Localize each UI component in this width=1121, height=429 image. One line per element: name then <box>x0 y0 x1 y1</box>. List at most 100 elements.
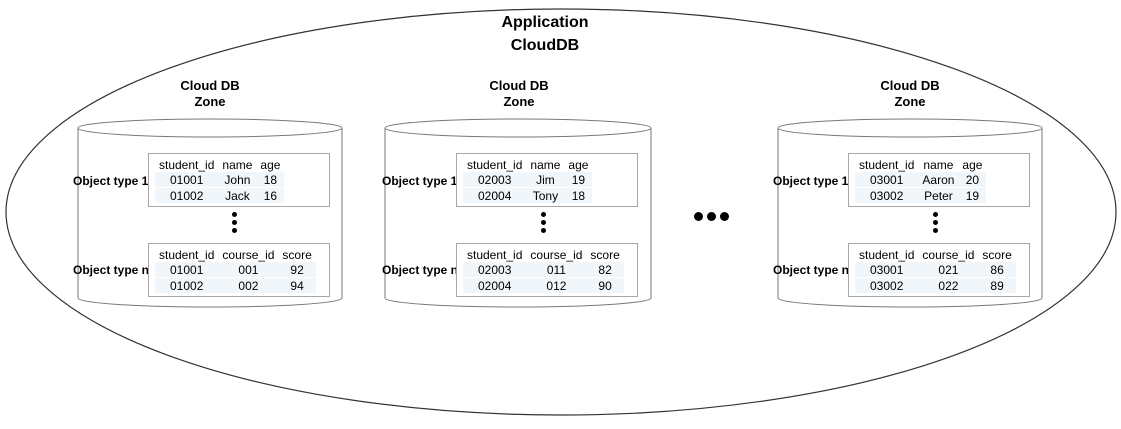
zone-3-label-line1: Cloud DB <box>880 78 940 93</box>
zone-2-label-line1: Cloud DB <box>489 78 549 93</box>
table-cell: 01002 <box>155 188 219 204</box>
table-cell: Aaron <box>918 172 959 188</box>
table-cell: John <box>218 172 257 188</box>
zone-2-table-n: student_id course_id score 02003 011 82 … <box>456 243 638 297</box>
table-row: 02003 011 82 <box>463 262 624 278</box>
zone-3-vertical-ellipsis <box>933 212 939 236</box>
zone-1-object-type-1-label: Object type 1 <box>73 174 149 188</box>
column-header: name <box>222 157 253 172</box>
table-cell: 01002 <box>155 278 219 294</box>
zone-1-table-1: student_id name age 01001 John 18 01002 … <box>148 153 330 207</box>
table-row: 03002 022 89 <box>855 278 1016 294</box>
table-cell: 03001 <box>855 172 919 188</box>
zone-1-label-line2: Zone <box>194 94 226 109</box>
table-cell: Jim <box>526 172 565 188</box>
application-title: Application <box>501 14 589 31</box>
table-header-row: student_id course_id score <box>155 247 316 262</box>
table-header-row: student_id name age <box>155 157 284 172</box>
table-cell: 012 <box>526 278 587 294</box>
column-header: age <box>962 157 983 172</box>
table-cell: 92 <box>278 262 316 278</box>
table-cell: 82 <box>586 262 624 278</box>
table-row: 02003 Jim 19 <box>463 172 593 188</box>
column-header: student_id <box>467 157 523 172</box>
table-cell: 001 <box>218 262 279 278</box>
table-row: 01001 001 92 <box>155 262 316 278</box>
column-header: name <box>923 157 954 172</box>
table-cell: 02003 <box>463 172 527 188</box>
column-header: age <box>568 157 589 172</box>
table-row: 03002 Peter 19 <box>855 188 987 204</box>
zone-2-label: Cloud DB Zone <box>459 78 579 110</box>
zone-3-label: Cloud DB Zone <box>850 78 970 110</box>
table-cell: 011 <box>526 262 587 278</box>
zone-1-table-n: student_id course_id score 01001 001 92 … <box>148 243 330 297</box>
table-cell: 89 <box>978 278 1016 294</box>
table-row: 02004 012 90 <box>463 278 624 294</box>
table-cell: 19 <box>958 188 987 204</box>
table-row: 01002 002 94 <box>155 278 316 294</box>
table-row: 02004 Tony 18 <box>463 188 593 204</box>
column-header: score <box>282 247 312 262</box>
table-cell: 02004 <box>463 188 527 204</box>
zone-2-table-1: student_id name age 02003 Jim 19 02004 T… <box>456 153 638 207</box>
table-row: 01001 John 18 <box>155 172 285 188</box>
table-cell: 19 <box>564 172 593 188</box>
table-cell: 022 <box>918 278 979 294</box>
table-cell: 01001 <box>155 262 219 278</box>
column-header: age <box>260 157 281 172</box>
table-cell: 02004 <box>463 278 527 294</box>
zone-3-object-type-n-label: Object type n <box>773 263 850 277</box>
column-header: course_id <box>530 247 583 262</box>
column-header: student_id <box>159 247 215 262</box>
table-cell: 18 <box>256 172 285 188</box>
column-header: student_id <box>159 157 215 172</box>
table-cell: 94 <box>278 278 316 294</box>
table-cell: Tony <box>526 188 565 204</box>
column-header: student_id <box>467 247 523 262</box>
column-header: score <box>982 247 1012 262</box>
zone-2-vertical-ellipsis <box>541 212 547 236</box>
table-row: 03001 Aaron 20 <box>855 172 987 188</box>
table-cell: 86 <box>978 262 1016 278</box>
table-cell: 03001 <box>855 262 919 278</box>
zone-2-object-type-1-label: Object type 1 <box>382 174 458 188</box>
application-boundary <box>5 8 1117 416</box>
zone-1-vertical-ellipsis <box>232 212 238 236</box>
clouddb-title: CloudDB <box>510 37 580 54</box>
table-cell: 90 <box>586 278 624 294</box>
table-row: 01002 Jack 16 <box>155 188 285 204</box>
more-zones-ellipsis <box>694 208 733 226</box>
column-header: course_id <box>222 247 275 262</box>
column-header: name <box>530 157 561 172</box>
zone-3-label-line2: Zone <box>894 94 926 109</box>
table-cell: 002 <box>218 278 279 294</box>
table-cell: 16 <box>256 188 285 204</box>
zone-3-object-type-1-label: Object type 1 <box>773 174 849 188</box>
column-header: student_id <box>859 247 915 262</box>
zone-3-table-1: student_id name age 03001 Aaron 20 03002… <box>848 153 1030 207</box>
zone-2-object-type-n-label: Object type n <box>382 263 459 277</box>
zone-3-table-n: student_id course_id score 03001 021 86 … <box>848 243 1030 297</box>
table-cell: 20 <box>958 172 987 188</box>
table-cell: Peter <box>918 188 959 204</box>
table-cell: 01001 <box>155 172 219 188</box>
column-header: student_id <box>859 157 915 172</box>
zone-2-label-line2: Zone <box>503 94 535 109</box>
table-cell: 03002 <box>855 188 919 204</box>
table-cell: Jack <box>218 188 257 204</box>
table-header-row: student_id course_id score <box>463 247 624 262</box>
column-header: course_id <box>922 247 975 262</box>
table-cell: 03002 <box>855 278 919 294</box>
zone-1-label: Cloud DB Zone <box>150 78 270 110</box>
table-cell: 021 <box>918 262 979 278</box>
table-cell: 02003 <box>463 262 527 278</box>
table-header-row: student_id name age <box>463 157 592 172</box>
zone-1-object-type-n-label: Object type n <box>73 263 150 277</box>
table-cell: 18 <box>564 188 593 204</box>
table-header-row: student_id course_id score <box>855 247 1016 262</box>
table-header-row: student_id name age <box>855 157 986 172</box>
zone-1-label-line1: Cloud DB <box>180 78 240 93</box>
column-header: score <box>590 247 620 262</box>
